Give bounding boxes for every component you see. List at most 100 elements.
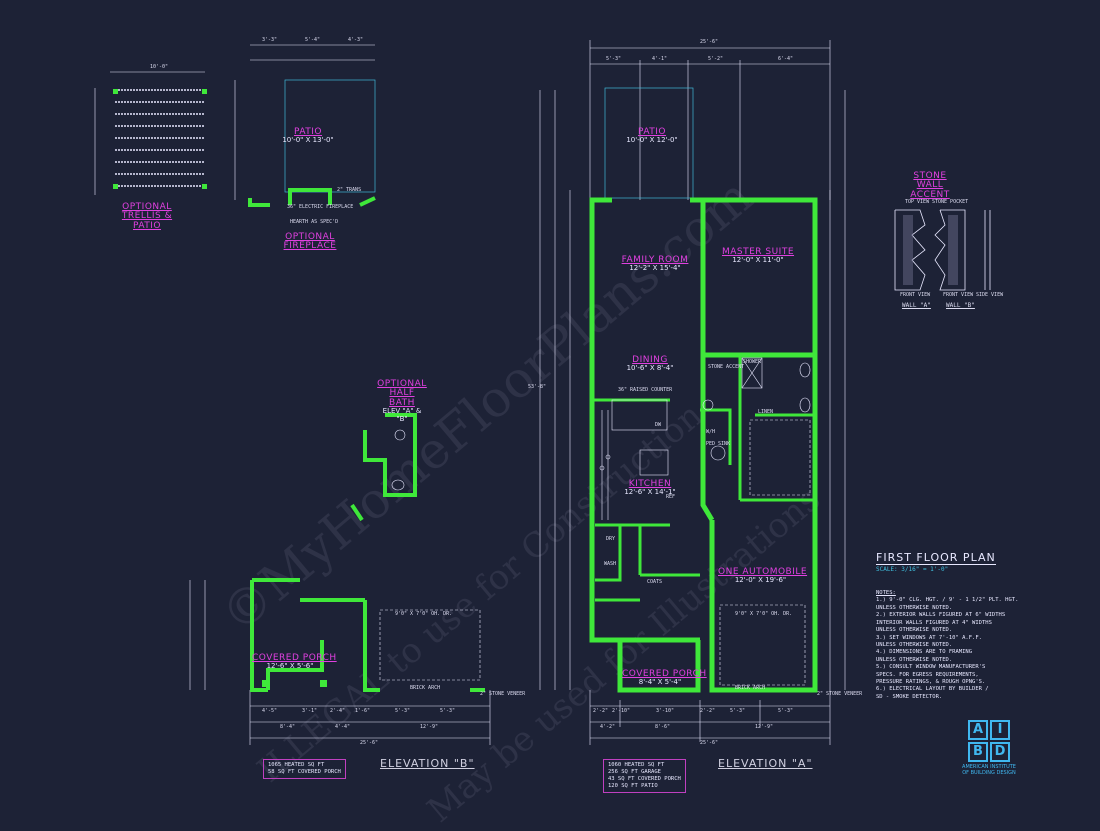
detail-title: OPTIONAL HALF BATH xyxy=(377,379,427,408)
room-master-suite: MASTER SUITE 12'-0" X 11'-0" xyxy=(718,247,798,265)
note-line: SPECS. FOR EGRESS REQUIREMENTS, xyxy=(876,671,979,678)
notes-block: NOTES: 1.) 9'-0" CLG. HGT. / 9' - 1 1/2"… xyxy=(876,590,1018,701)
stone-side-view: SIDE VIEW xyxy=(976,292,1004,298)
dim-fp-top-3: 4'-3" xyxy=(348,37,364,43)
label-dry: DRY xyxy=(606,536,616,542)
dim-bottom-b-4: 1'-6" xyxy=(355,708,371,714)
stat-line: 256 SQ FT GARAGE xyxy=(608,768,661,775)
room-name: DINING xyxy=(632,355,668,365)
label-ref: REF xyxy=(666,494,676,500)
dim-bottom-b2-1: 8'-4" xyxy=(280,724,296,730)
room-dims: 10'-0" X 13'-0" xyxy=(282,136,334,145)
label-stone-accent: STONE ACCENT xyxy=(708,364,745,370)
room-name: KITCHEN xyxy=(628,479,672,489)
stat-line: 43 SQ FT COVERED PORCH xyxy=(608,775,681,782)
room-covered-porch-a: COVERED PORCH 8'-4" X 5'-4" xyxy=(622,669,707,687)
dim-overall-b: 25'-6" xyxy=(360,740,379,746)
stone-front-view-b: FRONT VIEW xyxy=(943,292,974,298)
notes-title: NOTES: xyxy=(876,590,896,596)
dim-bottom-a2-1: 4'-2" xyxy=(600,724,616,730)
label-dw: DW xyxy=(655,422,662,428)
elevation-a-stats: 1060 HEATED SQ FT 256 SQ FT GARAGE 43 SQ… xyxy=(603,759,686,793)
room-family-room: FAMILY ROOM 12'-2" X 15'-4" xyxy=(615,255,695,273)
note-line: SD - SMOKE DETECTOR. xyxy=(876,693,943,700)
dim-bottom-a-2: 2'-10" xyxy=(612,708,631,714)
logo-letter: I xyxy=(990,720,1010,740)
dim-bottom-a2-2: 8'-6" xyxy=(655,724,671,730)
room-dims: 10'-0" X 12'-0" xyxy=(626,136,678,145)
dim-overall-a: 25'-6" xyxy=(700,39,719,45)
detail-title: STONE WALL ACCENT xyxy=(910,171,950,200)
room-name: PATIO xyxy=(293,127,323,137)
label-ped-sink: PED SINK xyxy=(706,441,731,447)
label-fireplace: 36" ELECTRIC FIREPLACE xyxy=(287,204,354,210)
label-coats: COATS xyxy=(647,579,663,585)
plan-scale: SCALE: 3/16" = 1'-0" xyxy=(876,566,949,573)
room-name: MASTER SUITE xyxy=(721,247,795,257)
dim-bottom-a-4: 2'-2" xyxy=(700,708,716,714)
label-hearth: HEARTH AS SPEC'D xyxy=(290,219,339,225)
logo-letter: D xyxy=(990,742,1010,762)
dim-fp-top-1: 3'-3" xyxy=(262,37,278,43)
room-dining: DINING 10'-6" X 8'-4" xyxy=(615,355,685,373)
stat-line: 1060 HEATED SQ FT xyxy=(608,762,665,768)
label-garage-door-a: 9'0" X 7'0" OH. DR. xyxy=(735,611,793,617)
room-garage: ONE AUTOMOBILE 12'-0" X 19'-6" xyxy=(718,567,808,585)
detail-half-bath-label: OPTIONAL HALF BATH ELEV "A" & "B" xyxy=(376,379,428,423)
logo-letter: A xyxy=(968,720,988,740)
note-line: UNLESS OTHERWISE NOTED. xyxy=(876,641,953,648)
note-line: 4.) DIMENSIONS ARE TO FRAMING xyxy=(876,649,973,656)
detail-stone-wall-label: STONE WALL ACCENT xyxy=(902,171,958,200)
label-stone-veneer-a: 2" STONE VENEER xyxy=(817,691,863,697)
elevation-a-label: ELEVATION "A" xyxy=(718,757,813,770)
logo-mark: A I B D xyxy=(962,720,1016,762)
dim-top-a-2: 4'-1" xyxy=(652,56,668,62)
stone-top-view: TOP VIEW xyxy=(905,199,930,205)
dim-bottom-a2-3: 12'-9" xyxy=(755,724,774,730)
label-stone-veneer-b: 2" STONE VENEER xyxy=(480,691,526,697)
note-line: UNLESS OTHERWISE NOTED. xyxy=(876,627,953,634)
dim-bottom-b-3: 2'-4" xyxy=(330,708,346,714)
dim-top-a-1: 5'-3" xyxy=(606,56,622,62)
dim-bottom-b-2: 3'-1" xyxy=(302,708,318,714)
note-line: 5.) CONSULT WINDOW MANUFACTURER'S xyxy=(876,664,986,671)
stone-front-view-a: FRONT VIEW xyxy=(900,292,931,298)
label-wash: WASH xyxy=(604,561,617,567)
note-line: UNLESS OTHERWISE NOTED. xyxy=(876,656,953,663)
room-dims: 10'-6" X 8'-4" xyxy=(626,364,674,373)
elevation-b-stats: 1065 HEATED SQ FT 58 SQ FT COVERED PORCH xyxy=(263,759,346,779)
detail-fireplace-label: OPTIONAL FIREPLACE xyxy=(282,232,338,252)
stat-line: 1065 HEATED SQ FT xyxy=(268,762,325,768)
room-name: COVERED PORCH xyxy=(252,653,337,663)
label-brick-arch-a: BRICK ARCH xyxy=(735,685,766,691)
room-kitchen: KITCHEN 12'-6" X 14'-1" xyxy=(615,479,685,497)
label-linen: LINEN xyxy=(758,409,774,415)
room-covered-porch-b: COVERED PORCH 12'-6" X 5'-6" xyxy=(252,653,337,671)
room-name: ONE AUTOMOBILE xyxy=(718,567,808,577)
note-line: 6.) ELECTRICAL LAYOUT BY BUILDER / xyxy=(876,686,989,693)
elevation-b-label: ELEVATION "B" xyxy=(380,757,475,770)
room-dims: 12'-0" X 19'-6" xyxy=(734,576,787,585)
dim-bottom-a-3: 3'-10" xyxy=(656,708,675,714)
detail-subtitle: ELEV "A" & "B" xyxy=(382,407,422,423)
room-dims: 12'-6" X 14'-1" xyxy=(624,488,676,497)
label-shower: SHOWER xyxy=(743,359,762,365)
logo-name: AMERICAN INSTITUTE OF BUILDING DESIGN xyxy=(962,764,1016,776)
label-bar: 36" RAISED COUNTER xyxy=(618,387,673,393)
room-dims: 8'-4" X 5'-4" xyxy=(638,678,682,687)
room-name: COVERED PORCH xyxy=(622,669,707,679)
dim-bottom-b2-2: 4'-4" xyxy=(335,724,351,730)
dim-bottom-b2-3: 12'-9" xyxy=(420,724,439,730)
room-name: PATIO xyxy=(637,127,667,137)
dim-bottom-a-1: 2'-2" xyxy=(593,708,609,714)
dim-overall-a-bottom: 25'-6" xyxy=(700,740,719,746)
dim-top-a-4: 6'-4" xyxy=(778,56,794,62)
aibd-logo: A I B D AMERICAN INSTITUTE OF BUILDING D… xyxy=(962,720,1016,776)
wall-b-label: WALL "B" xyxy=(946,302,975,309)
note-line: 3.) SET WINDOWS AT 7'-10" A.F.F. xyxy=(876,634,982,641)
dim-top-a-3: 5'-2" xyxy=(708,56,724,62)
dim-bottom-b-1: 4'-5" xyxy=(262,708,278,714)
label-garage-door-b: 9'0" X 7'0" OH. DR. xyxy=(395,611,453,617)
note-line: PRESSURE RATINGS, & ROUGH OPNG'S. xyxy=(876,679,986,686)
